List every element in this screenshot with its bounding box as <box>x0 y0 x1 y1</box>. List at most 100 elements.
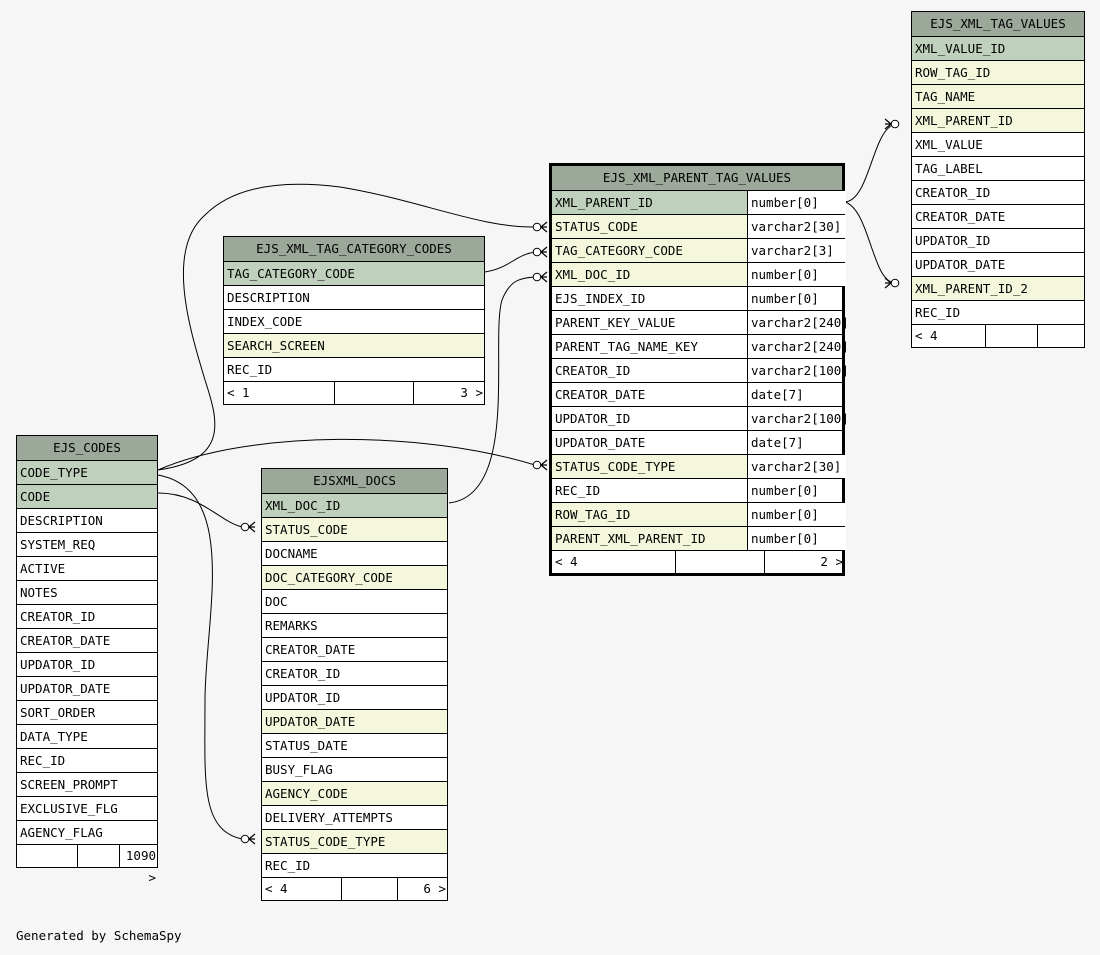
column-row[interactable]: STATUS_DATE <box>262 733 447 757</box>
column-row[interactable]: UPDATOR_DATE <box>262 709 447 733</box>
crow-foot-icon <box>240 521 256 533</box>
column-name: ACTIVE <box>20 561 66 576</box>
column-row[interactable]: SCREEN_PROMPT <box>17 772 157 796</box>
column-row[interactable]: BUSY_FLAG <box>262 757 447 781</box>
column-row[interactable]: TAG_NAME <box>912 84 1084 108</box>
crow-foot-icon <box>884 277 900 289</box>
column-row[interactable]: REC_ID <box>262 853 447 877</box>
column-row[interactable]: SORT_ORDER <box>17 700 157 724</box>
column-name: CREATOR_ID <box>20 609 96 624</box>
column-name: XML_PARENT_ID_2 <box>915 281 1028 296</box>
column-row[interactable]: XML_PARENT_ID <box>912 108 1084 132</box>
column-type: varchar2[100] <box>747 359 849 382</box>
column-row[interactable]: DOCNAME <box>262 541 447 565</box>
column-row[interactable]: ACTIVE <box>17 556 157 580</box>
table-footer: < 4 <box>912 324 1084 347</box>
column-row[interactable]: INDEX_CODE <box>224 309 484 333</box>
column-row[interactable]: REC_ID <box>17 748 157 772</box>
column-name: SYSTEM_REQ <box>20 537 96 552</box>
column-row[interactable]: STATUS_CODE_TYPE <box>262 829 447 853</box>
column-row[interactable]: CREATOR_ID <box>912 180 1084 204</box>
link-docs-to-parent <box>448 276 536 504</box>
column-row[interactable]: XML_VALUE_ID <box>912 36 1084 60</box>
column-row[interactable]: EXCLUSIVE_FLG <box>17 796 157 820</box>
column-row[interactable]: CODE <box>17 484 157 508</box>
footer-child-count: 3 > <box>413 382 486 404</box>
column-row[interactable]: UPDATOR_ID <box>262 685 447 709</box>
column-row[interactable]: XML_PARENT_ID_2 <box>912 276 1084 300</box>
column-row[interactable]: STATUS_CODE <box>262 517 447 541</box>
column-row[interactable]: AGENCY_FLAG <box>17 820 157 844</box>
column-row[interactable]: CODE_TYPE <box>17 460 157 484</box>
column-row[interactable]: REC_ID <box>912 300 1084 324</box>
column-row[interactable]: CREATOR_DATE <box>262 637 447 661</box>
footer-parent-count: < 4 <box>555 554 578 569</box>
column-row[interactable]: AGENCY_CODE <box>262 781 447 805</box>
table-header: EJS_XML_TAG_VALUES <box>912 12 1084 36</box>
column-row[interactable]: TAG_LABEL <box>912 156 1084 180</box>
column-row[interactable]: ROW_TAG_ID <box>912 60 1084 84</box>
column-name: SEARCH_SCREEN <box>227 338 325 353</box>
crow-foot-icon <box>884 118 900 130</box>
column-type: varchar2[100] <box>747 407 849 430</box>
column-row[interactable]: CREATOR_ID <box>17 604 157 628</box>
column-row[interactable]: DESCRIPTION <box>17 508 157 532</box>
column-row[interactable]: SYSTEM_REQ <box>17 532 157 556</box>
link-codes-to-parent-status <box>157 438 536 471</box>
column-row[interactable]: DOC_CATEGORY_CODE <box>262 565 447 589</box>
crow-foot-icon <box>532 246 548 258</box>
link-category-to-parent <box>484 251 536 273</box>
column-row[interactable]: UPDATOR_ID <box>17 652 157 676</box>
column-row[interactable]: UPDATOR_DATE <box>17 676 157 700</box>
column-name: REC_ID <box>915 305 961 320</box>
column-row[interactable]: XML_DOC_ID <box>262 493 447 517</box>
column-row[interactable]: CREATOR_DATE <box>912 204 1084 228</box>
column-name: PARENT_XML_PARENT_ID <box>555 531 706 546</box>
footer-child-count: 1090 > <box>119 845 159 885</box>
column-type: varchar2[3] <box>747 239 846 262</box>
column-row[interactable]: XML_VALUE <box>912 132 1084 156</box>
column-name: XML_PARENT_ID <box>915 113 1013 128</box>
column-row[interactable]: DESCRIPTION <box>224 285 484 309</box>
column-row[interactable]: REC_ID <box>224 357 484 381</box>
column-row[interactable]: TAG_CATEGORY_CODE <box>224 261 484 285</box>
column-name: STATUS_DATE <box>265 738 348 753</box>
column-type: varchar2[30] <box>747 215 846 238</box>
column-row[interactable]: UPDATOR_ID <box>912 228 1084 252</box>
column-name: ROW_TAG_ID <box>915 65 991 80</box>
column-row[interactable]: CREATOR_DATE <box>17 628 157 652</box>
column-row[interactable]: DELIVERY_ATTEMPTS <box>262 805 447 829</box>
column-row[interactable]: REMARKS <box>262 613 447 637</box>
column-name: DESCRIPTION <box>227 290 310 305</box>
column-name: XML_DOC_ID <box>555 267 631 282</box>
column-row[interactable]: DATA_TYPE <box>17 724 157 748</box>
column-row[interactable]: UPDATOR_DATE <box>912 252 1084 276</box>
column-row[interactable]: NOTES <box>17 580 157 604</box>
column-name: UPDATOR_DATE <box>915 257 1006 272</box>
column-row[interactable]: DOC <box>262 589 447 613</box>
column-row[interactable]: CREATOR_ID <box>262 661 447 685</box>
column-name: UPDATOR_DATE <box>265 714 356 729</box>
column-row[interactable]: SEARCH_SCREEN <box>224 333 484 357</box>
link-parent-to-tag-values-2 <box>844 201 896 284</box>
